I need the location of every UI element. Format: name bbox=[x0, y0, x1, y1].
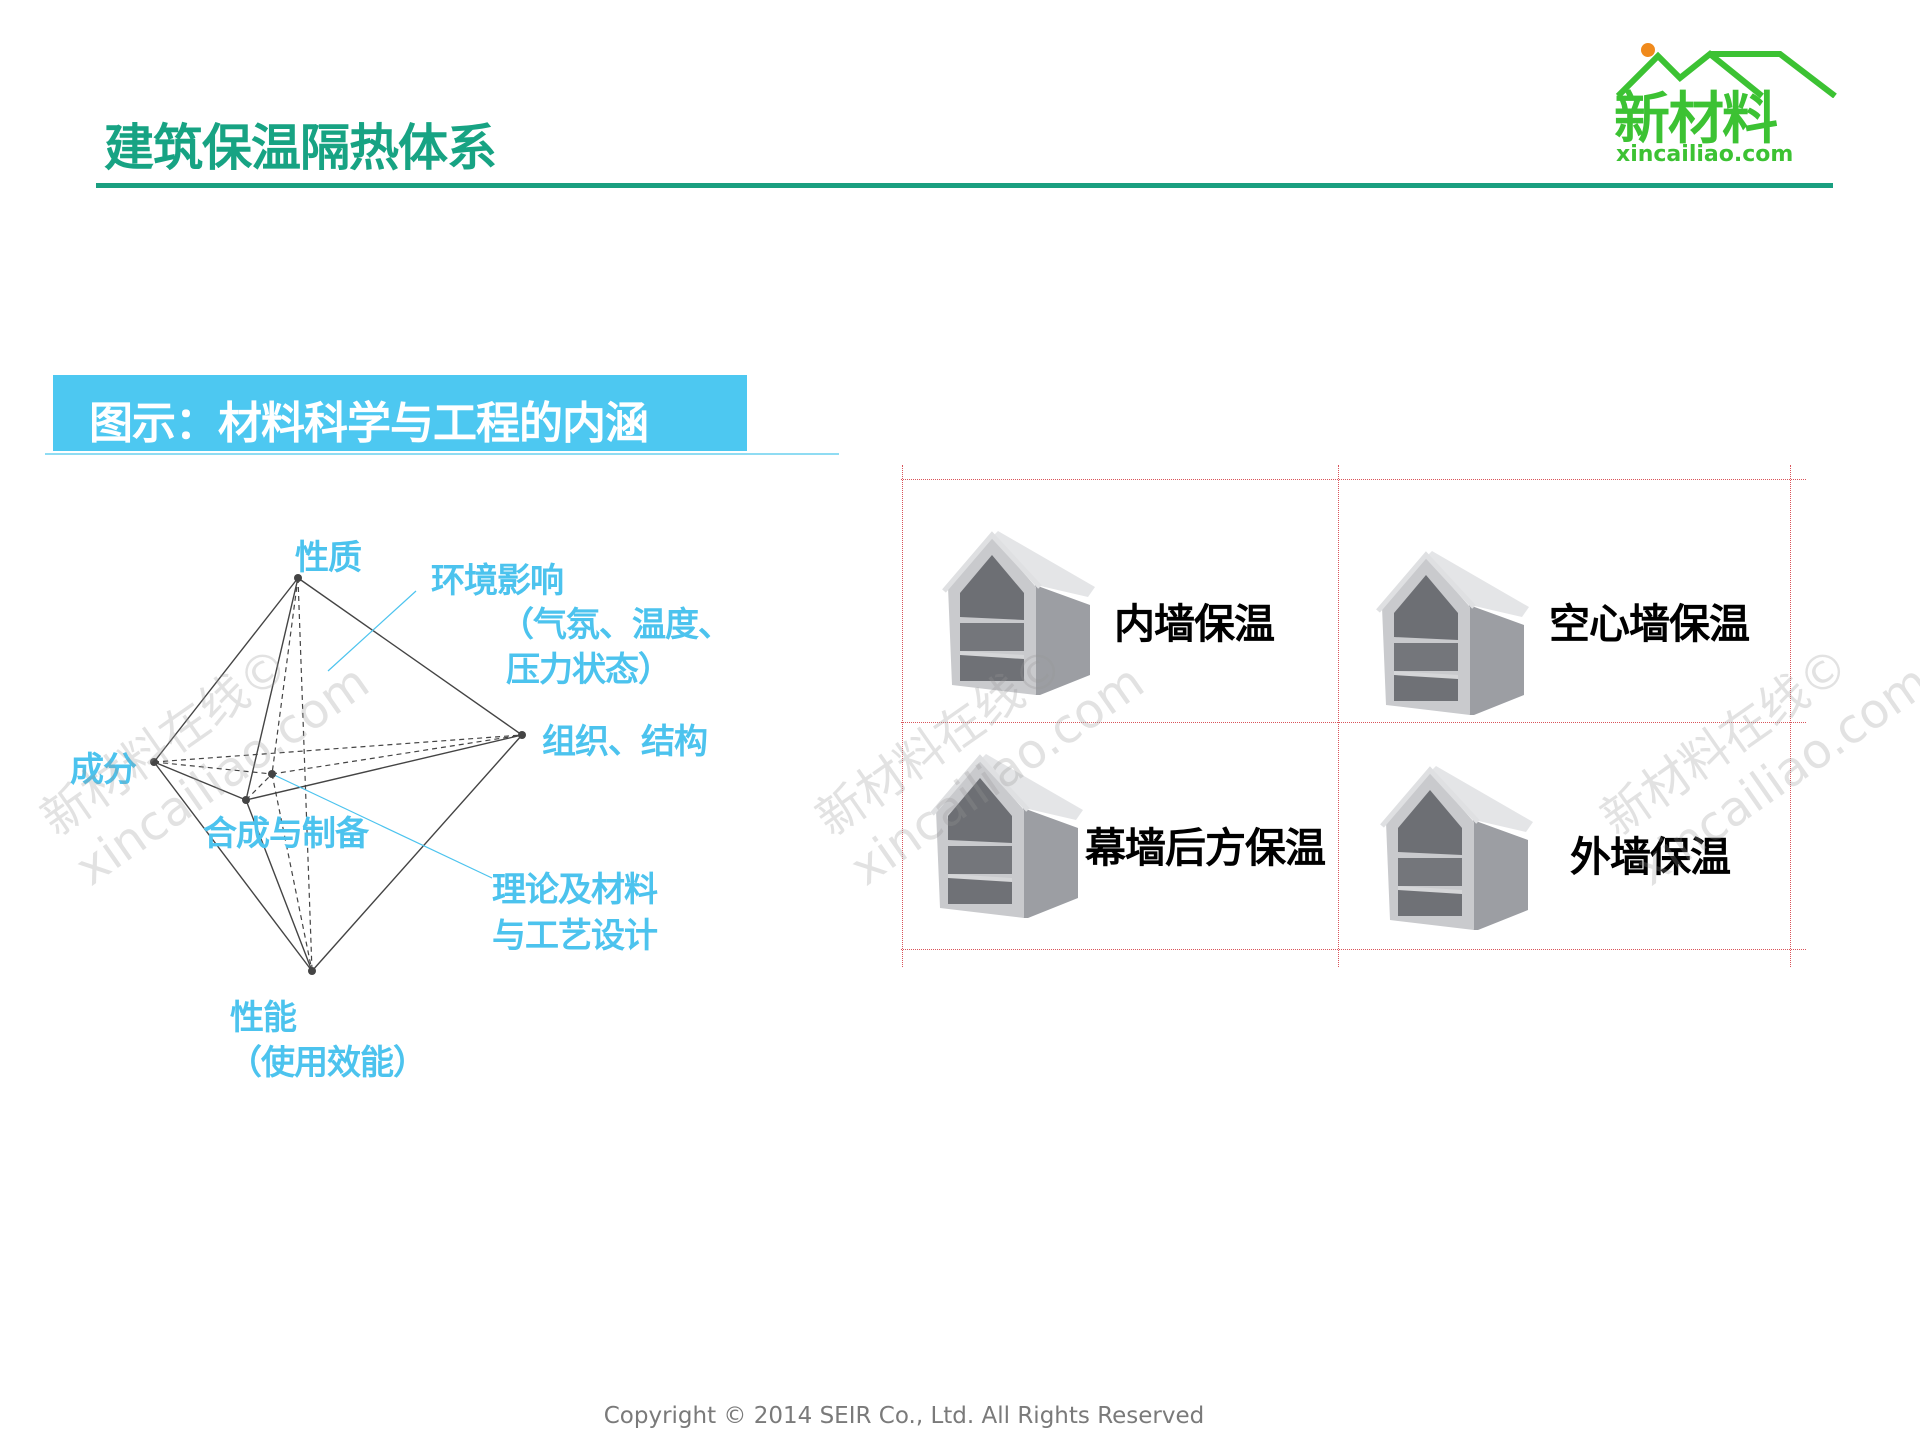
label-exterior-wall: 外墙保温 bbox=[1570, 833, 1731, 881]
dashed-edge bbox=[153, 761, 273, 775]
logo-roof-icon bbox=[1615, 43, 1837, 98]
vertex bbox=[294, 574, 302, 582]
dashed-edge bbox=[271, 734, 523, 775]
house-image bbox=[1378, 760, 1538, 935]
dashed-edge bbox=[153, 734, 523, 763]
label-cavity-wall: 空心墙保温 bbox=[1549, 600, 1750, 648]
callout-line bbox=[271, 773, 493, 879]
edge bbox=[245, 799, 313, 972]
edge bbox=[245, 734, 523, 801]
grid-line bbox=[1338, 465, 1339, 967]
label-curtain-wall: 幕墙后方保温 bbox=[1085, 824, 1326, 872]
vertex bbox=[308, 967, 316, 975]
banner-underline bbox=[45, 453, 839, 455]
banner-text: 图示：材料科学与工程的内涵 bbox=[89, 398, 649, 449]
grid-line bbox=[902, 465, 903, 967]
edge bbox=[153, 761, 313, 972]
label-properties: 性质 bbox=[295, 538, 362, 578]
dashed-edge bbox=[271, 577, 299, 775]
label-composition: 成分 bbox=[70, 750, 137, 790]
vertex bbox=[268, 770, 276, 778]
dashed-edge bbox=[271, 773, 313, 972]
label-performance: 性能 bbox=[230, 998, 297, 1038]
label-theory: 理论及材料 bbox=[492, 870, 658, 910]
edge bbox=[153, 761, 247, 801]
copyright-footer: Copyright © 2014 SEIR Co., Ltd. All Righ… bbox=[603, 1403, 1205, 1429]
vertex bbox=[518, 731, 526, 739]
label-environment-detail: 压力状态） bbox=[506, 650, 672, 690]
materials-diagram bbox=[150, 574, 526, 975]
logo: 新材料 xincailiao.com bbox=[1610, 38, 1840, 168]
edge bbox=[311, 734, 523, 972]
edge bbox=[297, 577, 523, 736]
label-interior-wall: 内墙保温 bbox=[1114, 600, 1275, 648]
label-synthesis: 合成与制备 bbox=[203, 814, 369, 854]
page-title: 建筑保温隔热体系 bbox=[104, 119, 497, 177]
house-image bbox=[1374, 545, 1534, 720]
label-theory: 与工艺设计 bbox=[492, 916, 658, 956]
section-banner: 图示：材料科学与工程的内涵 bbox=[53, 375, 747, 451]
edge bbox=[245, 577, 299, 801]
dashed-edge bbox=[297, 577, 313, 972]
label-environment-detail: （气氛、温度、 bbox=[500, 605, 732, 645]
title-divider bbox=[96, 183, 1833, 188]
label-structure: 组织、结构 bbox=[542, 722, 708, 762]
grid-line bbox=[901, 479, 1806, 480]
dashed-edge bbox=[245, 773, 273, 801]
logo-url: xincailiao.com bbox=[1616, 142, 1794, 167]
edge bbox=[153, 577, 299, 763]
label-environment: 环境影响 bbox=[431, 561, 564, 601]
grid-line bbox=[901, 949, 1806, 950]
logo-text: 新材料 bbox=[1614, 87, 1778, 152]
grid-line bbox=[1790, 465, 1791, 967]
grid-line bbox=[901, 722, 1806, 723]
vertex bbox=[242, 796, 250, 804]
label-performance-detail: （使用效能） bbox=[228, 1043, 427, 1083]
callout-line bbox=[327, 590, 417, 672]
vertex bbox=[150, 758, 158, 766]
